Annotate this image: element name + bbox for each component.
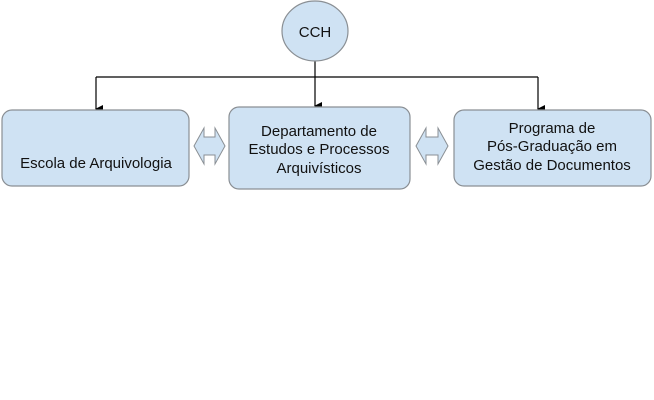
node-center-line-3: Arquivísticos [276, 160, 361, 177]
double-arrow-right [415, 126, 449, 166]
node-right-line-1: Programa de [509, 120, 596, 137]
node-cch-label: CCH [299, 24, 332, 41]
node-escola-arquivologia[interactable]: Escola de Arquivologia [1, 109, 190, 187]
node-right-line-3: Gestão de Documentos [473, 157, 631, 174]
node-departamento[interactable]: Departamento de Estudos e Processos Arqu… [228, 106, 411, 190]
node-right-line-2: Pós-Graduação em [487, 138, 617, 155]
node-left-label: Escola de Arquivologia [20, 155, 172, 172]
node-center-line-2: Estudos e Processos [249, 141, 390, 158]
node-cch[interactable]: CCH [281, 0, 349, 62]
connectors [95, 61, 545, 113]
double-arrow-left [193, 126, 226, 166]
node-programa-pos-graduacao[interactable]: Programa de Pós-Graduação em Gestão de D… [453, 109, 652, 187]
node-center-line-1: Departamento de [261, 123, 377, 140]
